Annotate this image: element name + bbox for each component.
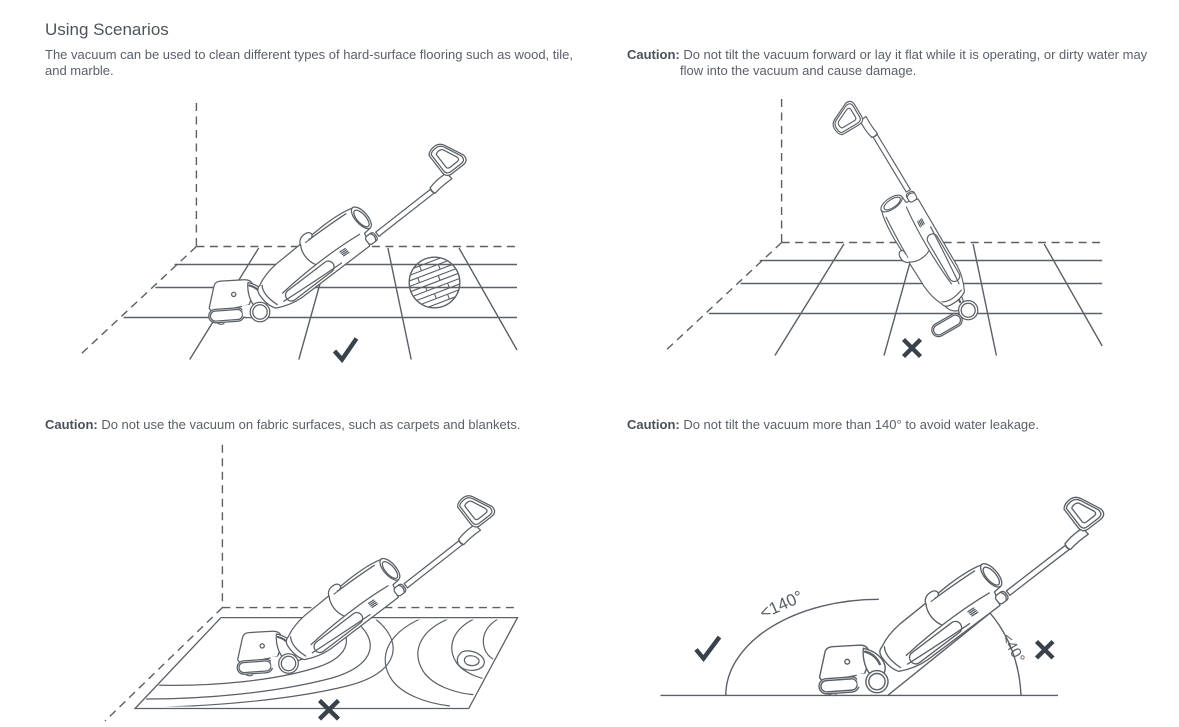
svg-text:<140°: <140° xyxy=(757,587,806,623)
svg-text:<40°: <40° xyxy=(998,631,1028,667)
